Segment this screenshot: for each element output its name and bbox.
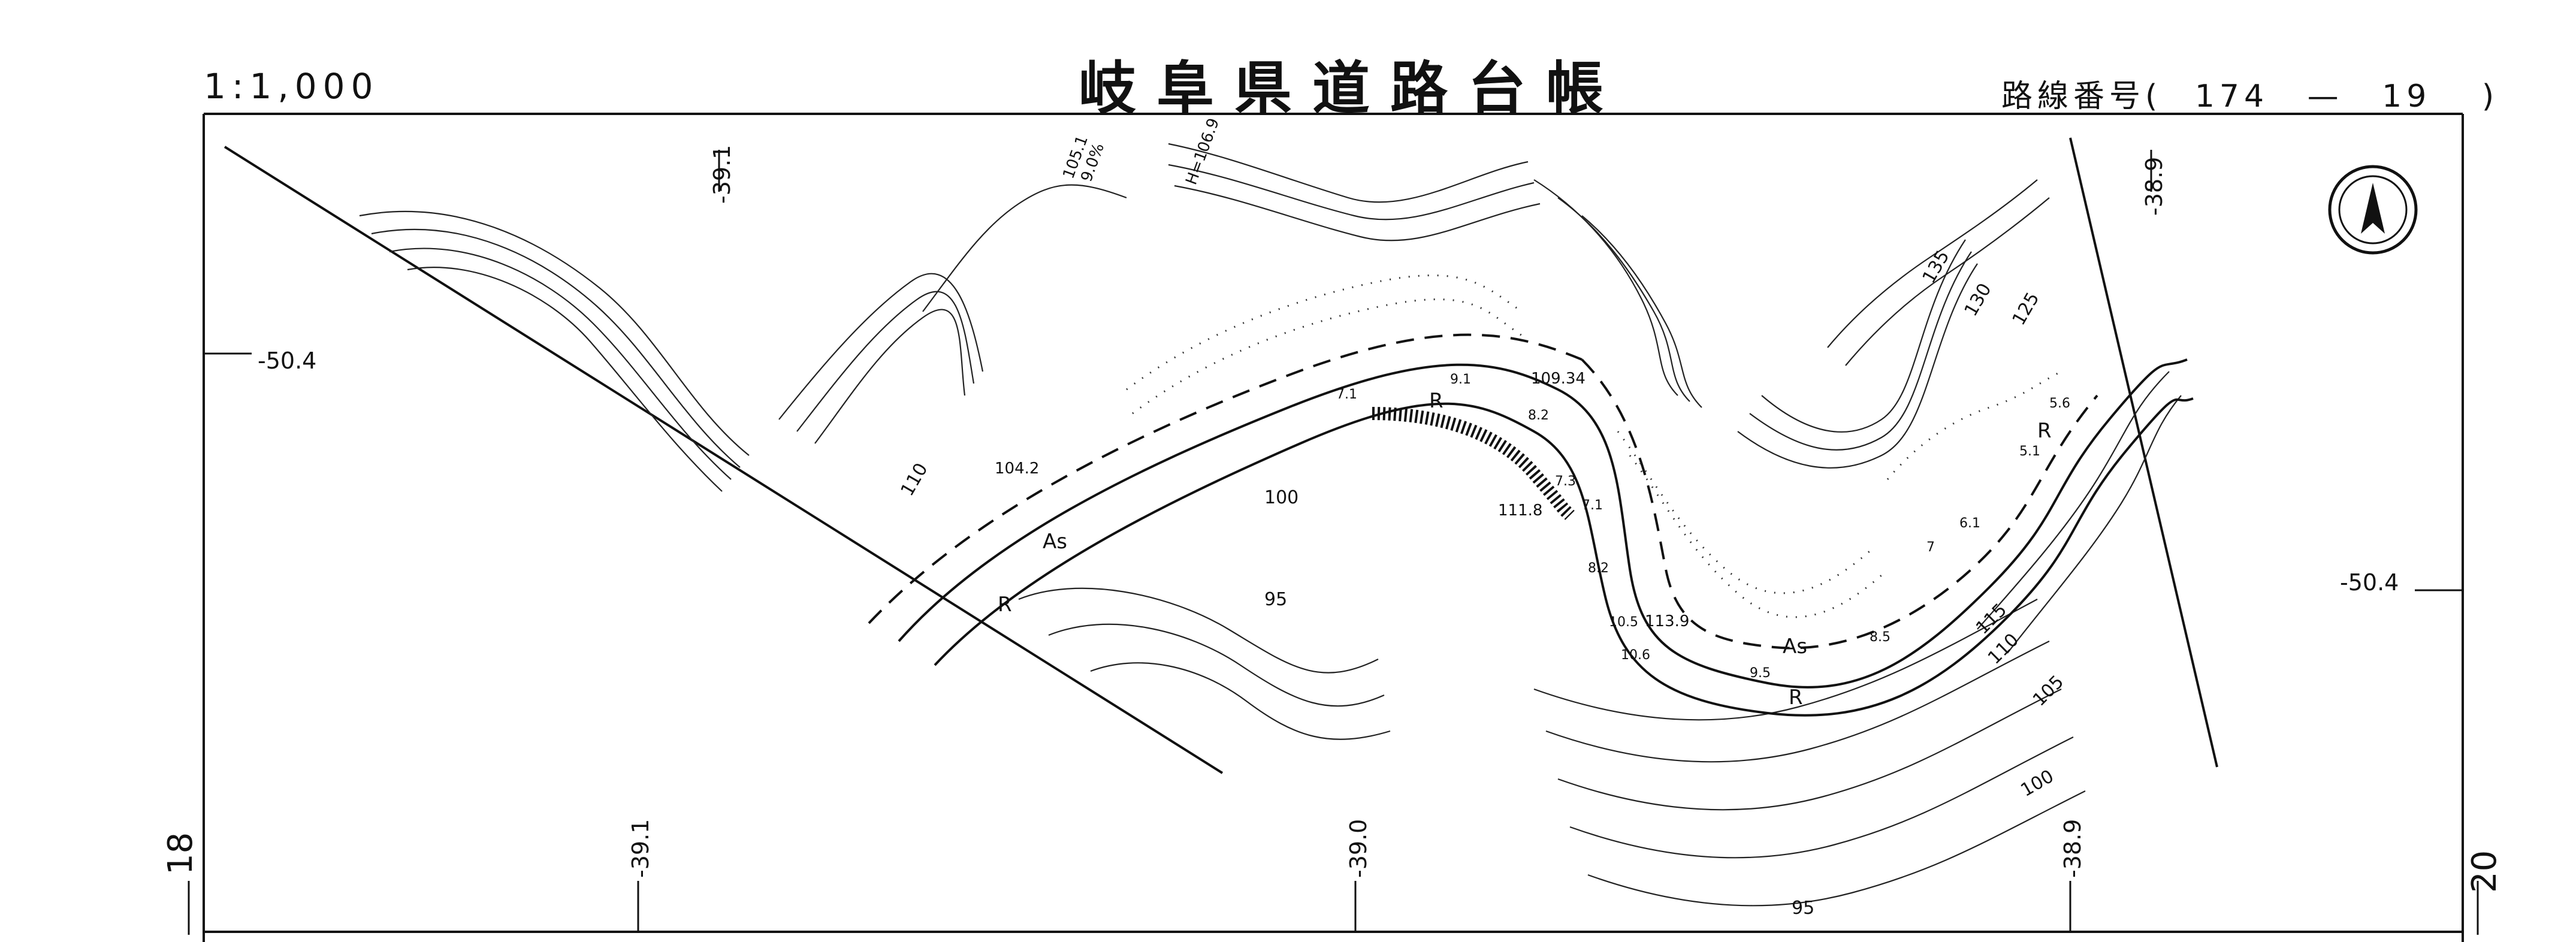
road-width: 8.5 bbox=[1870, 630, 1891, 645]
road-widths: 9.1 7.1 8.2 7.3 7.1 8.2 10.5 10.6 9.5 8.… bbox=[1336, 372, 2070, 681]
contour-label: 130 bbox=[1961, 280, 1996, 320]
contour-labels: 135 130 125 115 110 105 100 95 110 100 9… bbox=[897, 247, 2068, 919]
road-width: 7.3 bbox=[1555, 474, 1576, 489]
coord-bottom-center: -39.0 bbox=[1345, 819, 1372, 878]
map-scale: 1:1,000 bbox=[204, 66, 379, 107]
contour-label: 95 bbox=[1264, 589, 1287, 610]
road-width: 9.1 bbox=[1450, 372, 1471, 387]
surface-labels: As As R R R R bbox=[998, 389, 2052, 709]
coord-bottom-right: -38.9 bbox=[2059, 819, 2086, 878]
road-width: 7.1 bbox=[1336, 387, 1357, 402]
coord-right-side: -50.4 bbox=[2340, 569, 2399, 596]
spot-height: 113.9 bbox=[1645, 612, 1689, 630]
spot-heights: 105.1 9.0% H=106.9 109.34 104.2 111.8 11… bbox=[995, 116, 1689, 630]
spot-height: 104.2 bbox=[995, 460, 1039, 478]
map-title: 岐阜県道路台帳 bbox=[1079, 55, 1624, 122]
surface-label: As bbox=[1043, 530, 1067, 554]
coord-top-left: -39.1 bbox=[709, 145, 735, 204]
contour-label: 100 bbox=[1264, 487, 1298, 508]
road-width: 8.2 bbox=[1528, 408, 1549, 423]
surface-label: R bbox=[1429, 389, 1443, 413]
adjacent-sheet-labels: 18 20 bbox=[161, 832, 2504, 893]
route-dash: — bbox=[2307, 78, 2344, 114]
contour-label: 105 bbox=[2029, 671, 2068, 710]
road-width: 8.2 bbox=[1588, 561, 1609, 576]
road-width: 5.1 bbox=[2019, 444, 2040, 459]
contour-label: 95 bbox=[1792, 898, 1814, 919]
coordinate-ticks bbox=[188, 150, 2479, 935]
contour-lines bbox=[359, 143, 2182, 907]
road-width: 5.6 bbox=[2049, 396, 2070, 411]
surface-label: R bbox=[2037, 419, 2052, 443]
match-lines bbox=[224, 137, 2218, 774]
contour-label: 100 bbox=[2018, 766, 2058, 801]
coord-bottom-left: -39.1 bbox=[627, 819, 654, 878]
route-number-label: 路線番号( 174 — 19 ) bbox=[2001, 71, 2499, 116]
road-width: 7.1 bbox=[1582, 498, 1603, 513]
road-width: 7 bbox=[1926, 540, 1935, 555]
surface-label: R bbox=[998, 593, 1012, 617]
road-width: 10.5 bbox=[1609, 615, 1638, 630]
route-sequence: 19 bbox=[2382, 78, 2432, 114]
surface-label: R bbox=[1789, 686, 1803, 709]
contour-label: 125 bbox=[2009, 289, 2044, 329]
route-label-text: 路線番号( bbox=[2001, 78, 2163, 114]
north-arrow-icon bbox=[2328, 165, 2418, 255]
road-width: 10.6 bbox=[1621, 648, 1650, 663]
adjacent-sheet-right: 20 bbox=[2465, 850, 2504, 893]
road-width: 6.1 bbox=[1959, 516, 1980, 531]
coord-top-right: -38.9 bbox=[2141, 157, 2167, 216]
spot-height: H=106.9 bbox=[1182, 116, 1223, 187]
coordinate-labels: -50.4 -50.4 -39.1 -38.9 -39.1 -39.0 -38.… bbox=[258, 145, 2399, 878]
map-frame bbox=[203, 113, 2464, 942]
adjacent-sheet-left: 18 bbox=[161, 832, 200, 875]
coord-left-side: -50.4 bbox=[258, 348, 316, 374]
spot-height: 109.34 bbox=[1531, 370, 1586, 388]
contour-label: 110 bbox=[897, 460, 932, 500]
route-number: 174 bbox=[2194, 78, 2269, 114]
road-edges bbox=[868, 333, 2194, 717]
surface-label: As bbox=[1783, 635, 1807, 659]
contour-label: 135 bbox=[1919, 247, 1954, 287]
retaining-wall bbox=[1372, 407, 1575, 520]
route-close: ) bbox=[2481, 78, 2499, 114]
spot-height: 111.8 bbox=[1498, 502, 1542, 520]
road-width: 9.5 bbox=[1750, 666, 1771, 681]
